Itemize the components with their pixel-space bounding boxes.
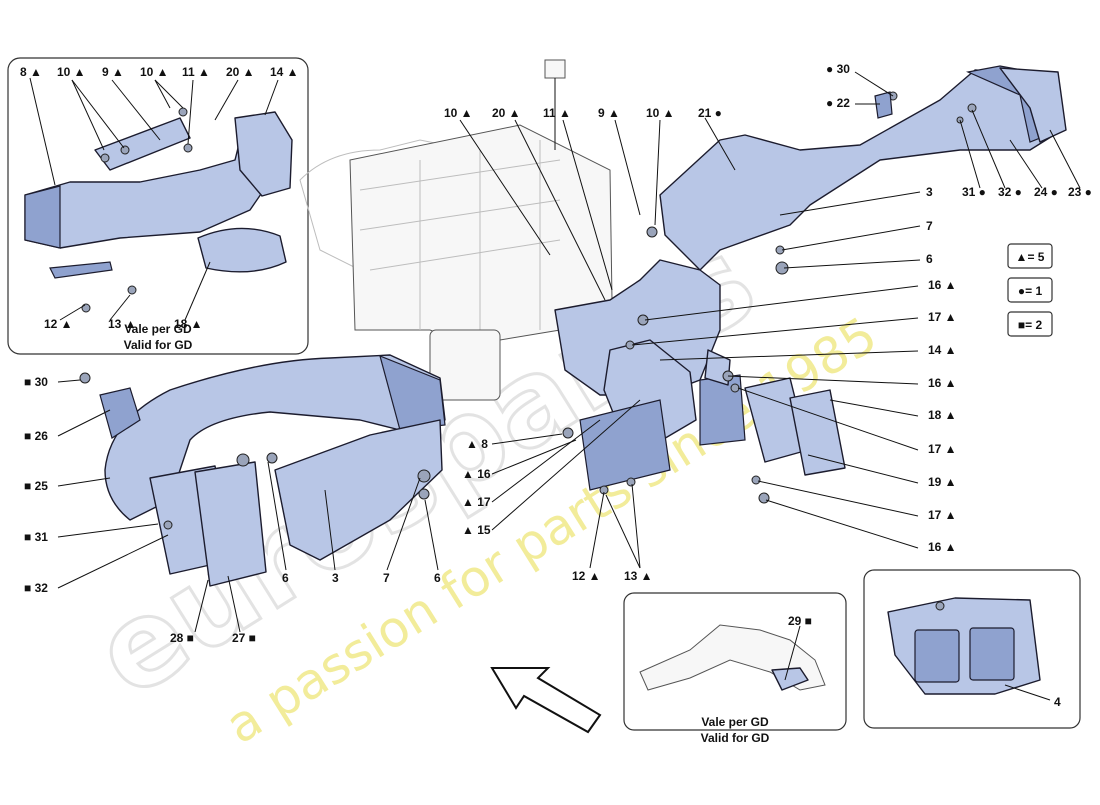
callout-label: 10 ▲ (57, 65, 86, 79)
right-duct-assembly (554, 65, 1067, 504)
callout-label: 12 ▲ (572, 569, 601, 583)
inset-outlet-part (887, 597, 1041, 695)
callout-label: 18 ▲ (174, 317, 203, 331)
callout-label: 32 ● (998, 185, 1022, 199)
left-duct-assembly (79, 354, 446, 587)
callout-label: 3 (332, 571, 339, 585)
callout-label: 28 ■ (170, 631, 194, 645)
callout-label: 11 ▲ (182, 65, 210, 79)
callout-label: 16 ▲ (928, 278, 957, 292)
callout-label: 27 ■ (232, 631, 256, 645)
callout-label: 13 ▲ (108, 317, 137, 331)
callout-label: 17 ▲ (928, 508, 957, 522)
legend: ▲= 5 ●= 1 ■= 2 (1007, 243, 1053, 337)
legend-text-triangle: ▲= 5 (1016, 250, 1045, 264)
callout-label: 13 ▲ (624, 569, 653, 583)
inset-duct-assembly (24, 107, 293, 313)
callout-label: 6 (926, 252, 933, 266)
callout-label: 20 ▲ (492, 106, 521, 120)
callout-label: ▲ 17 (462, 495, 491, 509)
callout-label: 16 ▲ (928, 376, 957, 390)
callout-label: ■ 25 (24, 479, 48, 493)
callout-label: ▲ 16 (462, 467, 491, 481)
callout-label: 23 ● (1068, 185, 1092, 199)
callout-label: 7 (383, 571, 390, 585)
inset-caption-en: Valid for GD (124, 338, 193, 352)
callout-label: 3 (926, 185, 933, 199)
callout-label: ● 22 (826, 96, 850, 110)
callout-label: 18 ▲ (928, 408, 957, 422)
legend-box-triangle (1007, 243, 1053, 269)
callout-label: 6 (282, 571, 289, 585)
callout-label: 7 (926, 219, 933, 233)
callout-label: 16 ▲ (928, 540, 957, 554)
callout-label: ▲ 8 (466, 437, 488, 451)
callout-label: 31 ● (962, 185, 986, 199)
callout-label: 9 ▲ (598, 106, 620, 120)
callout-label: 20 ▲ (226, 65, 255, 79)
callout-labels: 8 ▲ 10 ▲ 9 ▲ 10 ▲ 11 ▲ 20 ▲ 14 ▲ 12 ▲ 13… (20, 62, 1092, 709)
callout-label: 17 ▲ (928, 442, 957, 456)
hvac-unit (299, 59, 613, 401)
inset-duct-small (639, 624, 826, 691)
callout-label: 9 ▲ (102, 65, 124, 79)
callout-label: 24 ● (1034, 185, 1058, 199)
callout-label: 4 (1054, 695, 1061, 709)
callout-label: 11 ▲ (543, 106, 571, 120)
callout-label: 14 ▲ (928, 343, 957, 357)
callout-label: 6 (434, 571, 441, 585)
callout-label: 29 ■ (788, 614, 812, 628)
inset-caption-en-2: Valid for GD (701, 731, 770, 745)
inset-caption-it-2: Vale per GD (701, 715, 769, 729)
callout-label: ● 30 (826, 62, 850, 76)
callout-label: 19 ▲ (928, 475, 957, 489)
callout-label: 10 ▲ (140, 65, 169, 79)
callout-label: ■ 31 (24, 530, 48, 544)
callout-label: 10 ▲ (444, 106, 473, 120)
direction-arrow (490, 667, 602, 734)
leader-lines (29, 71, 1081, 701)
inset-caption-it: Vale per GD (124, 322, 192, 336)
legend-box-circle (1007, 277, 1053, 303)
legend-text-circle: ●= 1 (1018, 284, 1043, 298)
callout-label: 17 ▲ (928, 310, 957, 324)
callout-label: ▲ 15 (462, 523, 491, 537)
callout-label: 8 ▲ (20, 65, 42, 79)
callout-label: ■ 26 (24, 429, 48, 443)
callout-label: 12 ▲ (44, 317, 73, 331)
callout-label: ■ 30 (24, 375, 48, 389)
legend-box-square (1007, 311, 1053, 337)
callout-label: 14 ▲ (270, 65, 299, 79)
callout-label: 21 ● (698, 106, 722, 120)
callout-label: ■ 32 (24, 581, 48, 595)
callout-label: 10 ▲ (646, 106, 675, 120)
legend-text-square: ■= 2 (1018, 318, 1043, 332)
